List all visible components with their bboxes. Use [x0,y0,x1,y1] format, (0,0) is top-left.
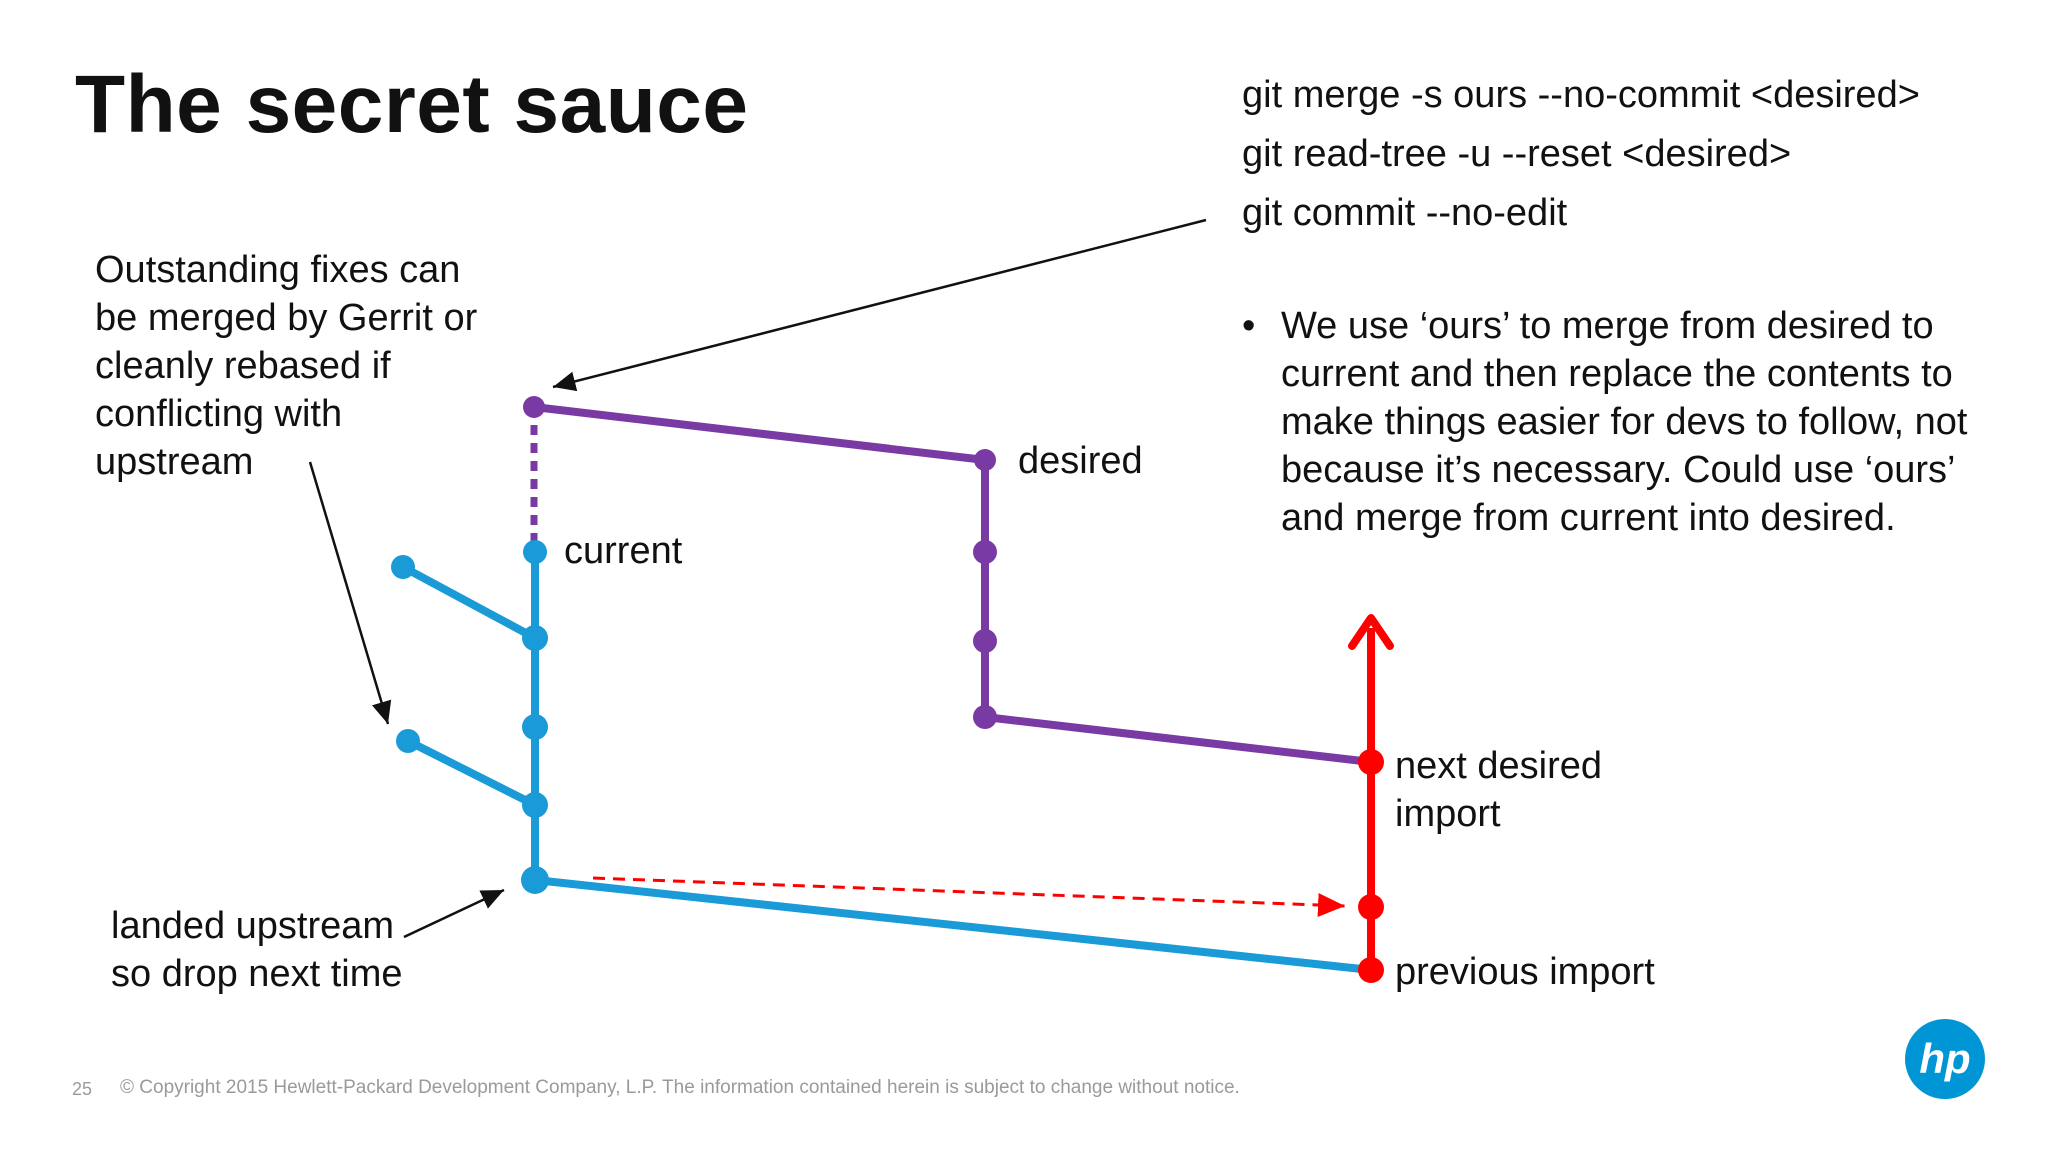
command-pointer-arrow [552,218,1207,392]
outstanding-fixes-note: Outstanding fixes can be merged by Gerri… [95,249,478,483]
commit-node [391,555,415,579]
commit-node [523,540,547,564]
upstream-line [534,876,1372,974]
commit-node [522,714,548,740]
commit-node [1358,894,1384,920]
commit-node [522,625,548,651]
git-command-line: git merge -s ours --no-commit <desired> [1242,74,1920,116]
commit-node [973,629,997,653]
commit-node [396,729,420,753]
commit-node [1358,749,1384,775]
git-commands: git merge -s ours --no-commit <desired> … [1242,66,1920,243]
commit-node [974,449,996,471]
fix-branch-line [401,563,537,642]
commit-node [1358,957,1384,983]
landed-upstream-note: landed upstream so drop next time [111,905,403,995]
landed-pointer-arrow [403,888,505,939]
bullet-icon: • [1242,305,1256,347]
label-next-desired-import: next desired import [1395,745,1603,835]
desired-branch-line [533,403,1372,766]
label-previous-import: previous import [1395,951,1655,993]
slide-title: The secret sauce [75,59,749,150]
copyright-footer: © Copyright 2015 Hewlett-Packard Develop… [120,1077,1240,1098]
label-desired: desired [1018,440,1143,482]
git-command-line: git read-tree -u --reset <desired> [1242,133,1792,175]
label-current: current [564,530,683,572]
fix-branch-line [406,737,537,809]
commit-node [521,866,549,894]
import-arrow-head [1348,614,1394,650]
bullet-text: We use ‘ours’ to merge from desired to c… [1281,305,1968,539]
svg-text:hp: hp [1919,1035,1970,1082]
fixes-pointer-arrow [308,461,392,725]
dashed-import-arrow [592,876,1346,917]
commit-node [973,540,997,564]
git-command-line: git commit --no-edit [1242,192,1568,234]
commit-node [523,396,545,418]
hp-logo-icon: hp [1905,1019,1985,1099]
commit-node [522,792,548,818]
page-number: 25 [72,1079,93,1099]
commit-node [973,705,997,729]
